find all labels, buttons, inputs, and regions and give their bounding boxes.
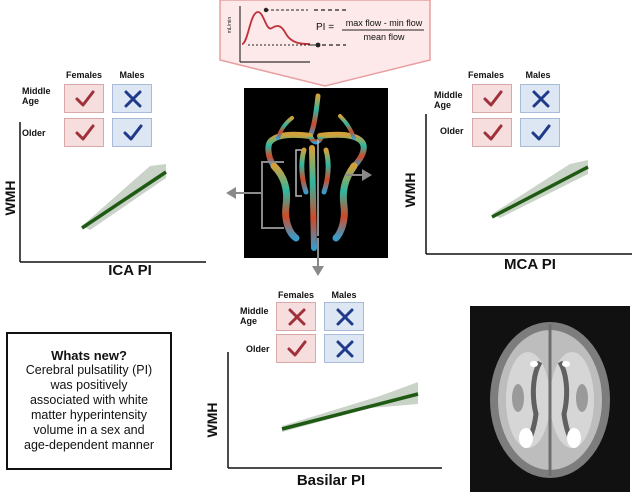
ica-older-female-cell [64, 118, 104, 147]
males-header: Males [525, 70, 551, 80]
arrow-left-icon [226, 187, 236, 199]
basilar-xlabel: Basilar PI [296, 472, 366, 489]
ica-trend-line [81, 170, 167, 230]
females-header: Females [467, 70, 505, 80]
basilar-middle-male-cell [324, 302, 364, 331]
females-header: Females [277, 290, 315, 300]
check-icon [531, 124, 551, 141]
basilar-plot [227, 352, 442, 469]
check-icon [483, 124, 503, 141]
arrow-right-icon [362, 169, 372, 181]
flow-waveform [241, 11, 311, 45]
pi-denominator: mean flow [363, 32, 405, 42]
check-icon [483, 90, 503, 107]
whats-new-title: Whats new? [51, 348, 127, 363]
cross-icon [124, 90, 142, 108]
whats-new-line: associated with white [29, 393, 149, 407]
check-icon [75, 90, 95, 107]
basilar-middle-female-cell [276, 302, 316, 331]
basilar-older-female-cell [276, 334, 316, 363]
mca-middle-male-cell [520, 84, 560, 113]
basilar-trend-line [281, 392, 419, 431]
basilar-ylabel: WMH [204, 402, 220, 438]
cross-icon [336, 340, 354, 358]
males-header: Males [331, 290, 357, 300]
ica-middle-male-cell [112, 84, 152, 113]
females-header: Females [65, 70, 103, 80]
brain-slice [490, 322, 610, 478]
wmh-lesion-right [567, 428, 581, 448]
check-icon [287, 340, 307, 357]
check-icon [123, 124, 143, 141]
row-label-older: Older [22, 128, 46, 138]
whats-new-line: age-dependent manner [24, 438, 154, 452]
mca-middle-female-cell [472, 84, 512, 113]
wmh-lesion-left [519, 428, 533, 448]
cross-icon [288, 308, 306, 326]
check-icon [75, 124, 95, 141]
pi-lhs: PI = [316, 22, 335, 33]
mca-trend-line [491, 165, 589, 219]
ica-xlabel: ICA PI [108, 262, 152, 279]
mca-older-male-cell [520, 118, 560, 147]
pi-numerator: max flow - min flow [345, 18, 423, 28]
basilar-older-male-cell [324, 334, 364, 363]
cross-icon [532, 90, 550, 108]
whats-new-line: matter hyperintensity [30, 408, 148, 422]
brain-mri-image [470, 306, 630, 492]
ica-middle-female-cell [64, 84, 104, 113]
cross-icon [336, 308, 354, 326]
mca-older-female-cell [472, 118, 512, 147]
mca-ylabel: WMH [402, 172, 418, 208]
row-label-older: Older [246, 344, 270, 354]
males-header: Males [119, 70, 145, 80]
whats-new-box: Whats new? Cerebral pulsatility (PI) was… [6, 332, 172, 470]
ica-older-male-cell [112, 118, 152, 147]
mca-plot [425, 114, 632, 255]
row-label-older: Older [440, 126, 464, 136]
whats-new-line: Cerebral pulsatility (PI) [25, 363, 153, 377]
arrow-down-icon [312, 266, 324, 276]
ica-ylabel: WMH [2, 180, 18, 216]
ica-plot [19, 122, 206, 263]
mca-xlabel: MCA PI [504, 256, 556, 273]
whats-new-line: volume in a sex and [33, 423, 145, 437]
whats-new-line: was positively [50, 378, 128, 392]
formula-callout: mL/min PI = max flow - min flow mean flo… [218, 0, 432, 88]
formula-callout-shape [219, 0, 431, 87]
